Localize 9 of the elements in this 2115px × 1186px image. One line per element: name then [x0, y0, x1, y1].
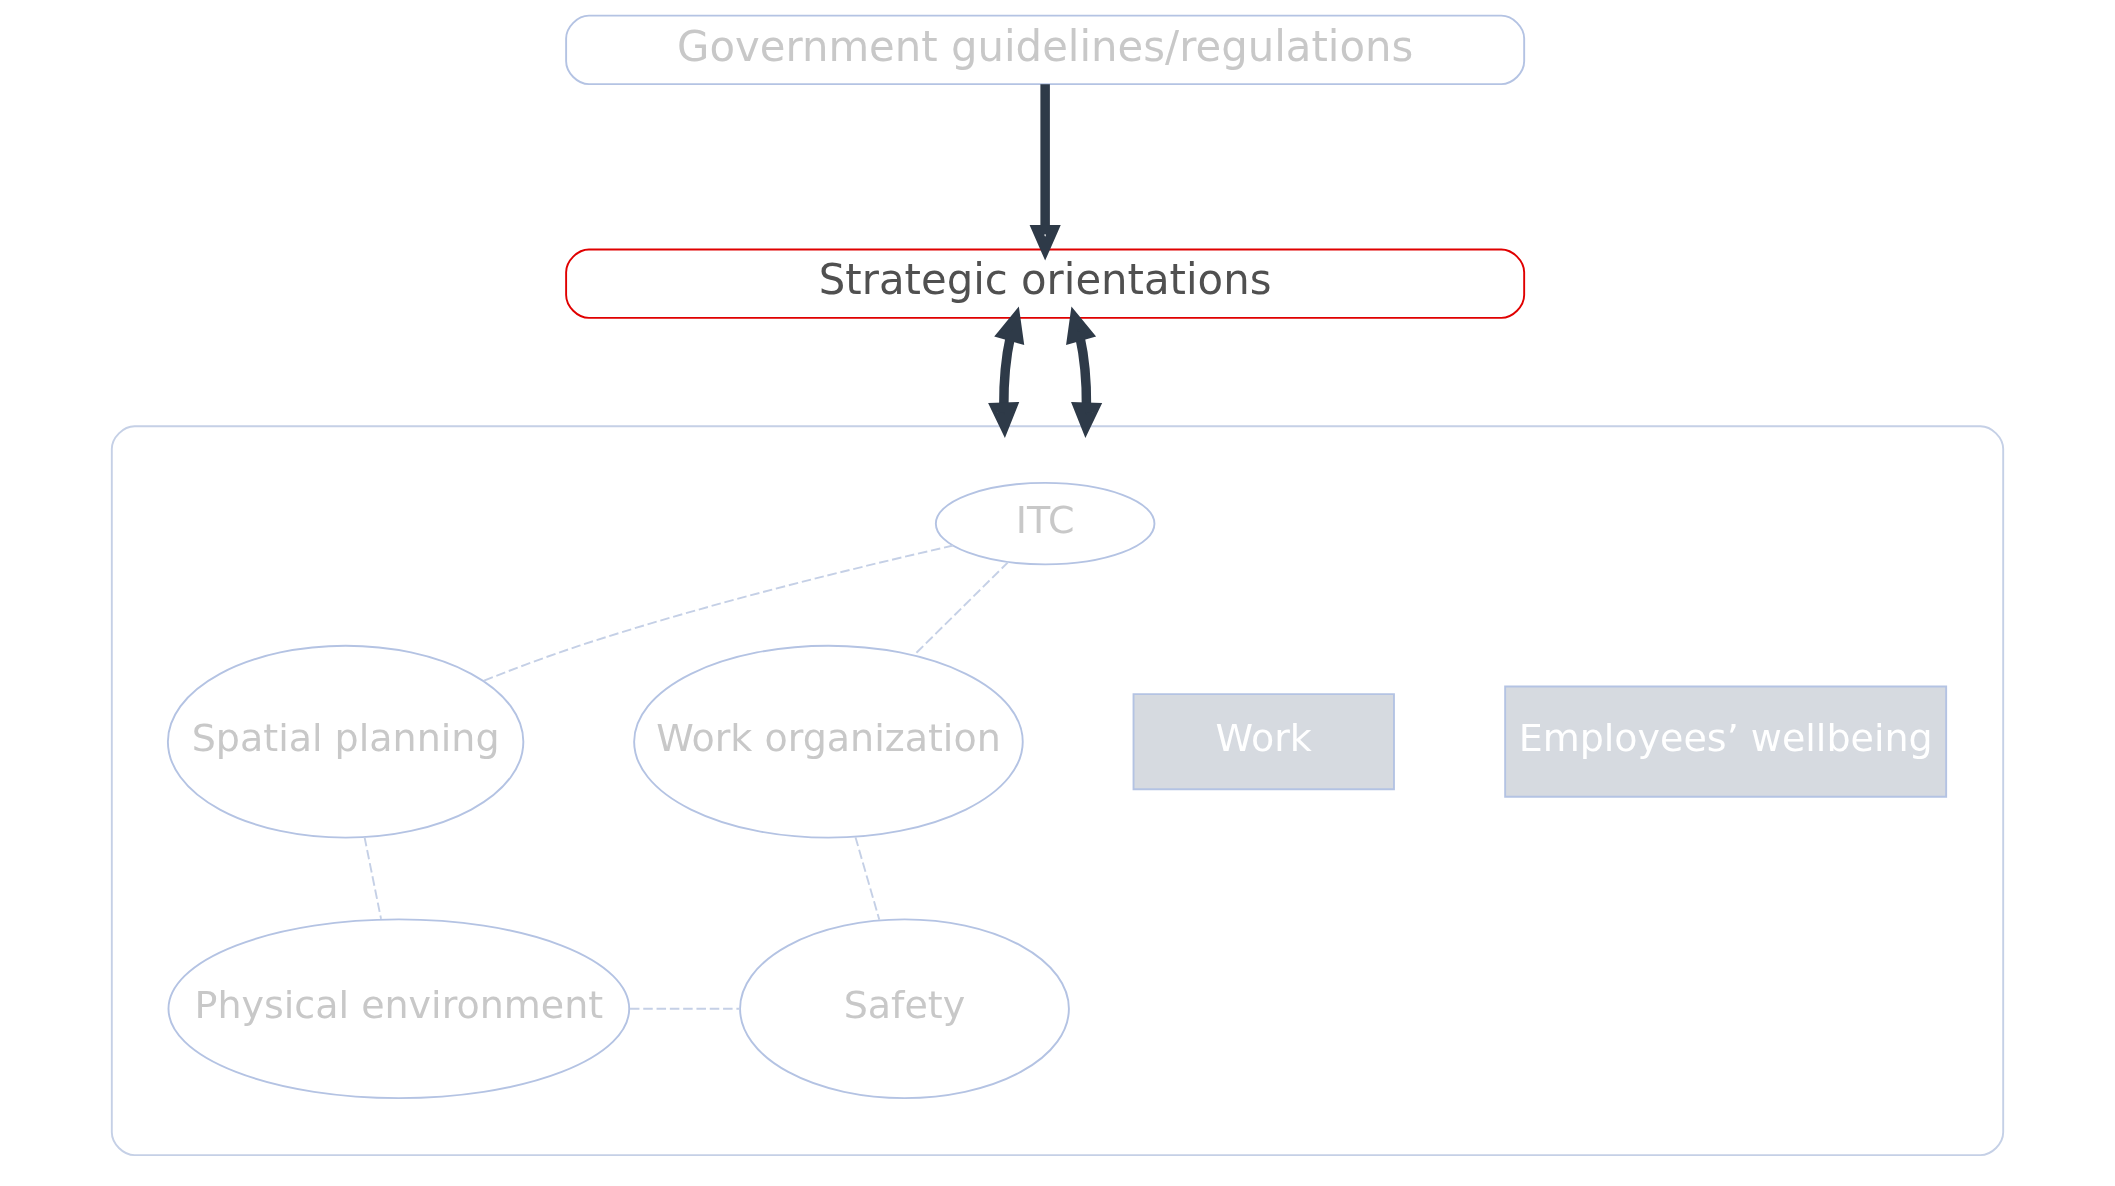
arrow	[1066, 306, 1103, 439]
arrow	[988, 306, 1025, 439]
connector	[482, 544, 955, 682]
arrow	[1029, 84, 1061, 261]
connector	[628, 1007, 741, 1010]
connector	[854, 836, 881, 921]
cluster	[110, 425, 2005, 1157]
connector	[363, 836, 382, 920]
node-box: Strategic orientations	[565, 248, 1526, 319]
